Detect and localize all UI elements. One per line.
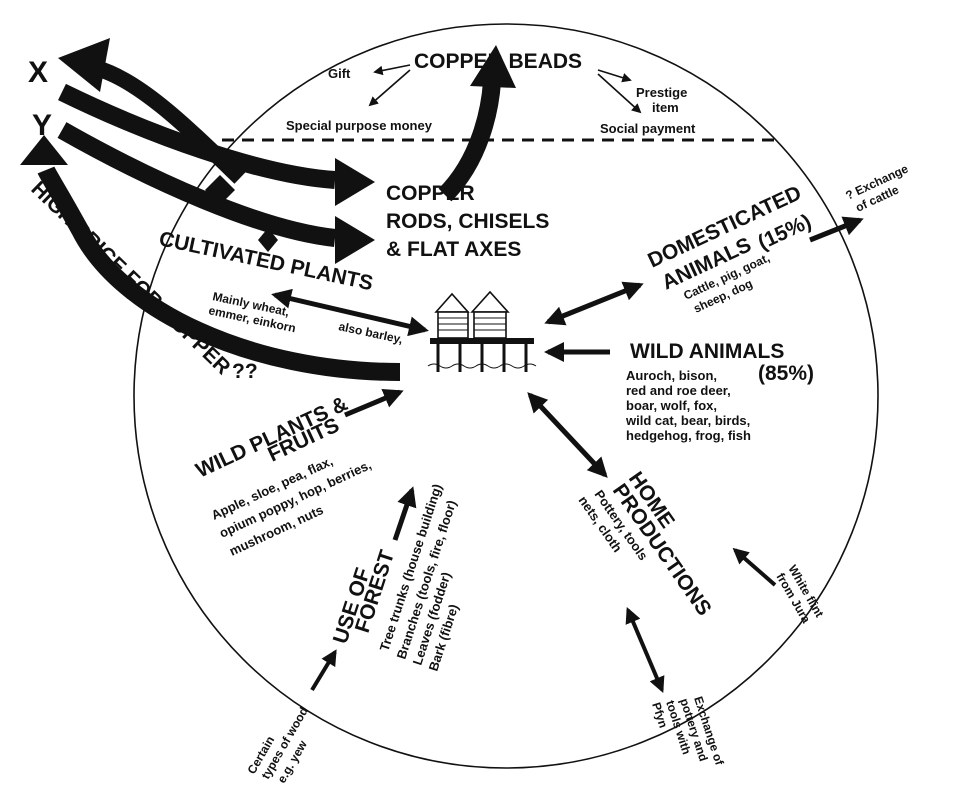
gift-label: Gift (328, 66, 351, 81)
arrow-cultivated-plants (271, 288, 429, 337)
stilt-house-icon (427, 290, 537, 372)
arrow-copper-to-beads (438, 45, 516, 202)
arrow-exchange-pottery (625, 607, 665, 693)
copper-beads-title: COPPER BEADS (414, 50, 582, 73)
wild-animals-title: WILD ANIMALS (630, 340, 784, 363)
label-y: Y (32, 109, 52, 142)
wild-animals-list-1: Auroch, bison, (626, 368, 717, 383)
label-x: X (28, 56, 48, 89)
territory-circle (133, 23, 879, 769)
copper-label-3: & FLAT AXES (386, 238, 521, 261)
beads-small-arrows (368, 64, 642, 114)
arrow-x-to-copper (58, 83, 375, 206)
arrow-domesticated-animals (544, 281, 644, 326)
copper-label-2: RODS, CHISELS (386, 210, 549, 233)
wild-animals-list-3: boar, wolf, fox, (626, 398, 717, 413)
arrow-use-of-forest (392, 486, 417, 541)
arrow-y-to-copper (57, 122, 375, 264)
arrow-white-flint (732, 547, 777, 587)
wild-animals-list-5: hedgehog, frog, fish (626, 428, 751, 443)
arrow-wild-plants (344, 388, 404, 418)
prestige-item-label-2: item (652, 100, 679, 115)
copper-label-1: COPPER (386, 182, 475, 205)
wild-animals-pct: (85%) (758, 362, 814, 385)
arrow-crossing-1 (205, 175, 235, 205)
special-purpose-money-label: Special purpose money (286, 118, 433, 133)
social-payment-label: Social payment (600, 121, 696, 136)
wild-animals-list-4: wild cat, bear, birds, (625, 413, 750, 428)
high-price-question: ?? (232, 360, 258, 383)
arrow-crossing-2 (258, 228, 278, 252)
arrow-home-productions (527, 392, 608, 478)
wild-animals-list-2: red and roe deer, (626, 383, 731, 398)
arrow-exchange-cattle (809, 216, 864, 243)
arrow-high-price-to-y (20, 135, 401, 381)
prestige-item-label-1: Prestige (636, 85, 687, 100)
arrow-certain-wood (310, 649, 337, 692)
